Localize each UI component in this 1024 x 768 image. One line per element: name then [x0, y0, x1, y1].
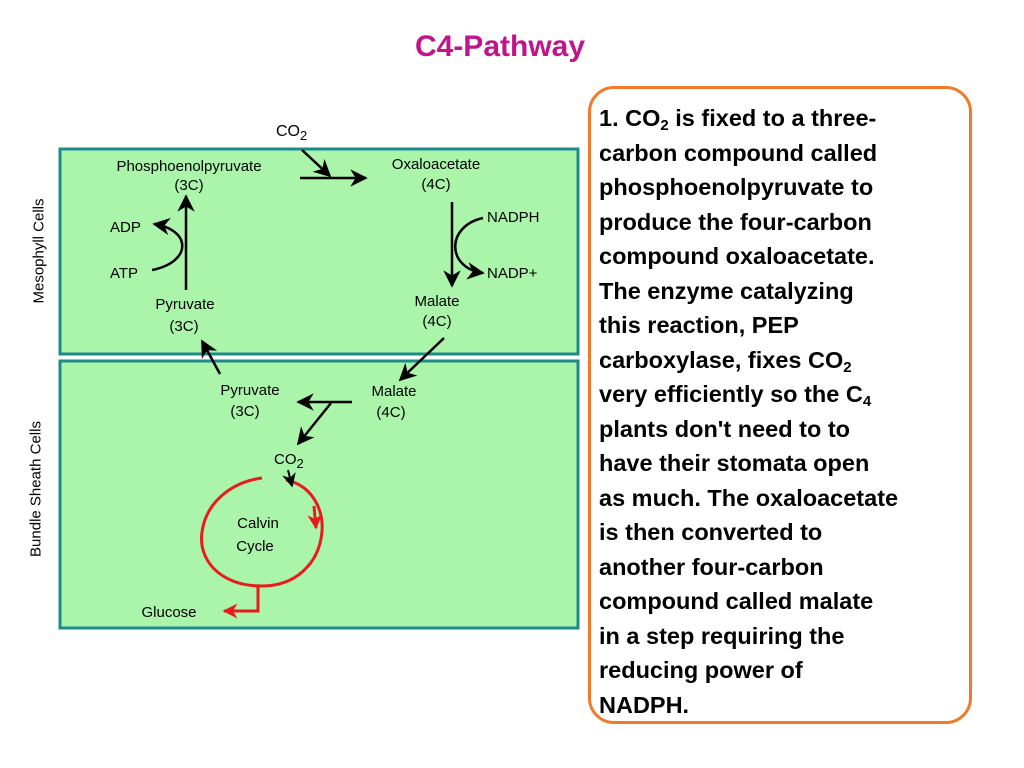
calvin-label: Calvin	[237, 515, 279, 532]
page-title: C4-Pathway	[414, 30, 586, 63]
explanation-line: carbon compound called	[599, 139, 878, 166]
calvin-cycle-arrowhead	[307, 505, 323, 530]
nadph-label: NADPH	[487, 209, 540, 226]
pep-carbon-label: (3C)	[174, 177, 203, 194]
explanation-line: carboxylase, fixes CO2	[599, 346, 852, 376]
malate-bundle-carbon-label: (4C)	[376, 404, 405, 421]
explanation-line: in a step requiring the	[599, 622, 845, 649]
arrow-nadph-to-nadp	[454, 216, 485, 280]
malate-bundle-label: Malate	[371, 383, 416, 400]
arrow-malate-to-bundle	[398, 337, 445, 382]
co2-bundle-label: CO2	[274, 451, 304, 471]
mesophyll-panel	[58, 147, 580, 356]
explanation-line: very efficiently so the C4	[599, 381, 872, 410]
arrow-pyruvate-to-mesophyll	[200, 339, 222, 375]
glucose-label: Glucose	[141, 604, 196, 621]
explanation-text: 1. CO2 is fixed to a three- carbon compo…	[599, 101, 971, 722]
explanation-line: reducing power of	[599, 657, 803, 683]
pyruvate-mesophyll-label: Pyruvate	[155, 296, 214, 313]
explanation-line: compound oxaloacetate.	[599, 243, 875, 269]
cycle-label: Cycle	[236, 538, 274, 555]
co2-top-label: CO2	[276, 123, 307, 143]
malate-mesophyll-carbon-label: (4C)	[422, 313, 451, 330]
arrow-atp-to-adp	[151, 217, 184, 272]
oxaloacetate-label: Oxaloacetate	[392, 156, 480, 173]
malate-mesophyll-label: Malate	[414, 293, 459, 310]
mesophyll-cells-label: Mesophyll Cells	[30, 198, 48, 304]
explanation-line: is then converted to	[599, 519, 823, 545]
pyruvate-bundle-carbon-label: (3C)	[230, 403, 259, 420]
pep-label: Phosphoenolpyruvate	[116, 158, 261, 175]
bundle-sheath-cells-label: Bundle Sheath Cells	[27, 421, 45, 557]
pyruvate-mesophyll-carbon-label: (3C)	[169, 318, 198, 335]
explanation-line: another four-carbon	[599, 553, 824, 580]
explanation-line: as much. The oxaloacetate	[599, 484, 899, 511]
explanation-line: The enzyme catalyzing	[599, 277, 854, 304]
pyruvate-bundle-label: Pyruvate	[220, 382, 279, 399]
arrow-malate-to-co2	[296, 402, 332, 446]
explanation-line: 1. CO2 is fixed to a three-	[599, 105, 877, 134]
explanation-line: NADPH.	[599, 691, 690, 718]
arrow-co2-to-calvin	[282, 469, 296, 488]
explanation-line: have their stomata open	[599, 450, 870, 476]
bundle-sheath-panel	[58, 359, 580, 630]
explanation-line: plants don't need to to	[599, 415, 851, 442]
explanation-line: compound called malate	[599, 588, 874, 614]
nadp-label: NADP+	[487, 265, 538, 282]
adp-label: ADP	[110, 219, 141, 236]
explanation-line: produce the four-carbon	[599, 208, 872, 235]
explanation-box	[588, 86, 972, 724]
oxaloacetate-carbon-label: (4C)	[421, 176, 450, 193]
explanation-line: this reaction, PEP	[599, 312, 799, 338]
atp-label: ATP	[110, 265, 138, 282]
arrow-co2-in	[301, 149, 332, 178]
explanation-line: phosphoenolpyruvate to	[599, 174, 874, 200]
arrow-calvin-to-glucose	[222, 586, 260, 619]
